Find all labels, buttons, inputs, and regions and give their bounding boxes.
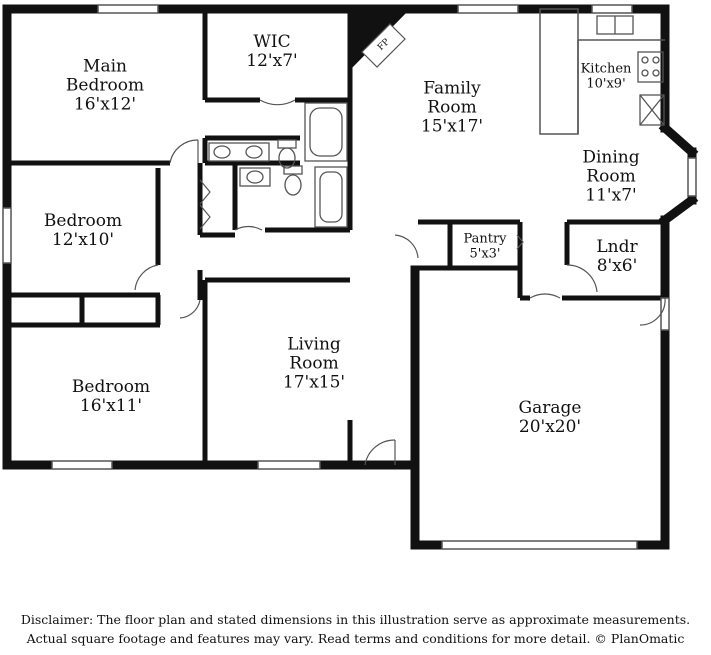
family-room-name-line2: Room — [427, 97, 477, 118]
laundry-label: Lndr 8'x6' — [596, 236, 638, 276]
disclaimer: Disclaimer: The floor plan and stated di… — [0, 610, 711, 648]
kitchen-label: Kitchen 10'x9' — [581, 62, 632, 91]
kitchen-dims: 10'x9' — [586, 76, 626, 91]
bedroom-2-name: Bedroom — [43, 210, 123, 231]
family-room-dims: 15'x17' — [420, 116, 484, 137]
disclaimer-line2: Actual square footage and features may v… — [26, 631, 685, 646]
pantry-dims: 5'x3' — [469, 246, 501, 261]
bedroom-2-label: Bedroom 12'x10' — [43, 210, 123, 250]
kitchen-name: Kitchen — [580, 61, 632, 77]
pantry-name: Pantry — [463, 231, 507, 247]
wic-name: WIC — [253, 31, 291, 52]
main-bedroom-name-line1: Main — [83, 56, 127, 77]
laundry-name: Lndr — [596, 236, 638, 257]
main-bedroom-dims: 16'x12' — [73, 94, 137, 115]
windows — [2, 4, 697, 550]
fixtures — [208, 15, 665, 228]
garage-label: Garage 20'x20' — [518, 397, 582, 437]
wic-dims: 12'x7' — [246, 51, 298, 71]
interior-walls — [7, 8, 665, 465]
dining-room-name-line2: Room — [586, 166, 636, 187]
living-room-label: Living Room 17'x15' — [283, 335, 345, 392]
living-room-name-line1: Living — [287, 334, 341, 355]
dining-room-label: Dining Room 11'x7' — [582, 148, 639, 205]
family-room-name-line1: Family — [423, 78, 481, 99]
main-bedroom-name-line2: Bedroom — [65, 75, 145, 96]
bedroom-3-label: Bedroom 16'x11' — [71, 376, 151, 416]
family-room-label: Family Room 15'x17' — [421, 79, 483, 136]
living-room-dims: 17'x15' — [282, 372, 346, 393]
disclaimer-line1: Disclaimer: The floor plan and stated di… — [20, 612, 691, 627]
bedroom-2-dims: 12'x10' — [51, 230, 115, 250]
main-bedroom-label: Main Bedroom 16'x12' — [66, 57, 144, 114]
fireplace-shape — [350, 9, 410, 70]
bedroom-3-name: Bedroom — [71, 376, 151, 397]
laundry-dims: 8'x6' — [596, 256, 638, 276]
floor-plan — [2, 4, 699, 550]
pantry-label: Pantry 5'x3' — [463, 232, 506, 261]
garage-name: Garage — [518, 397, 582, 418]
bedroom-3-dims: 16'x11' — [79, 396, 143, 416]
dining-room-dims: 11'x7' — [585, 185, 637, 206]
doors — [134, 99, 666, 466]
dining-room-name-line1: Dining — [582, 147, 640, 168]
living-room-name-line2: Room — [289, 353, 339, 374]
wic-label: WIC 12'x7' — [246, 31, 298, 71]
garage-dims: 20'x20' — [518, 417, 582, 437]
